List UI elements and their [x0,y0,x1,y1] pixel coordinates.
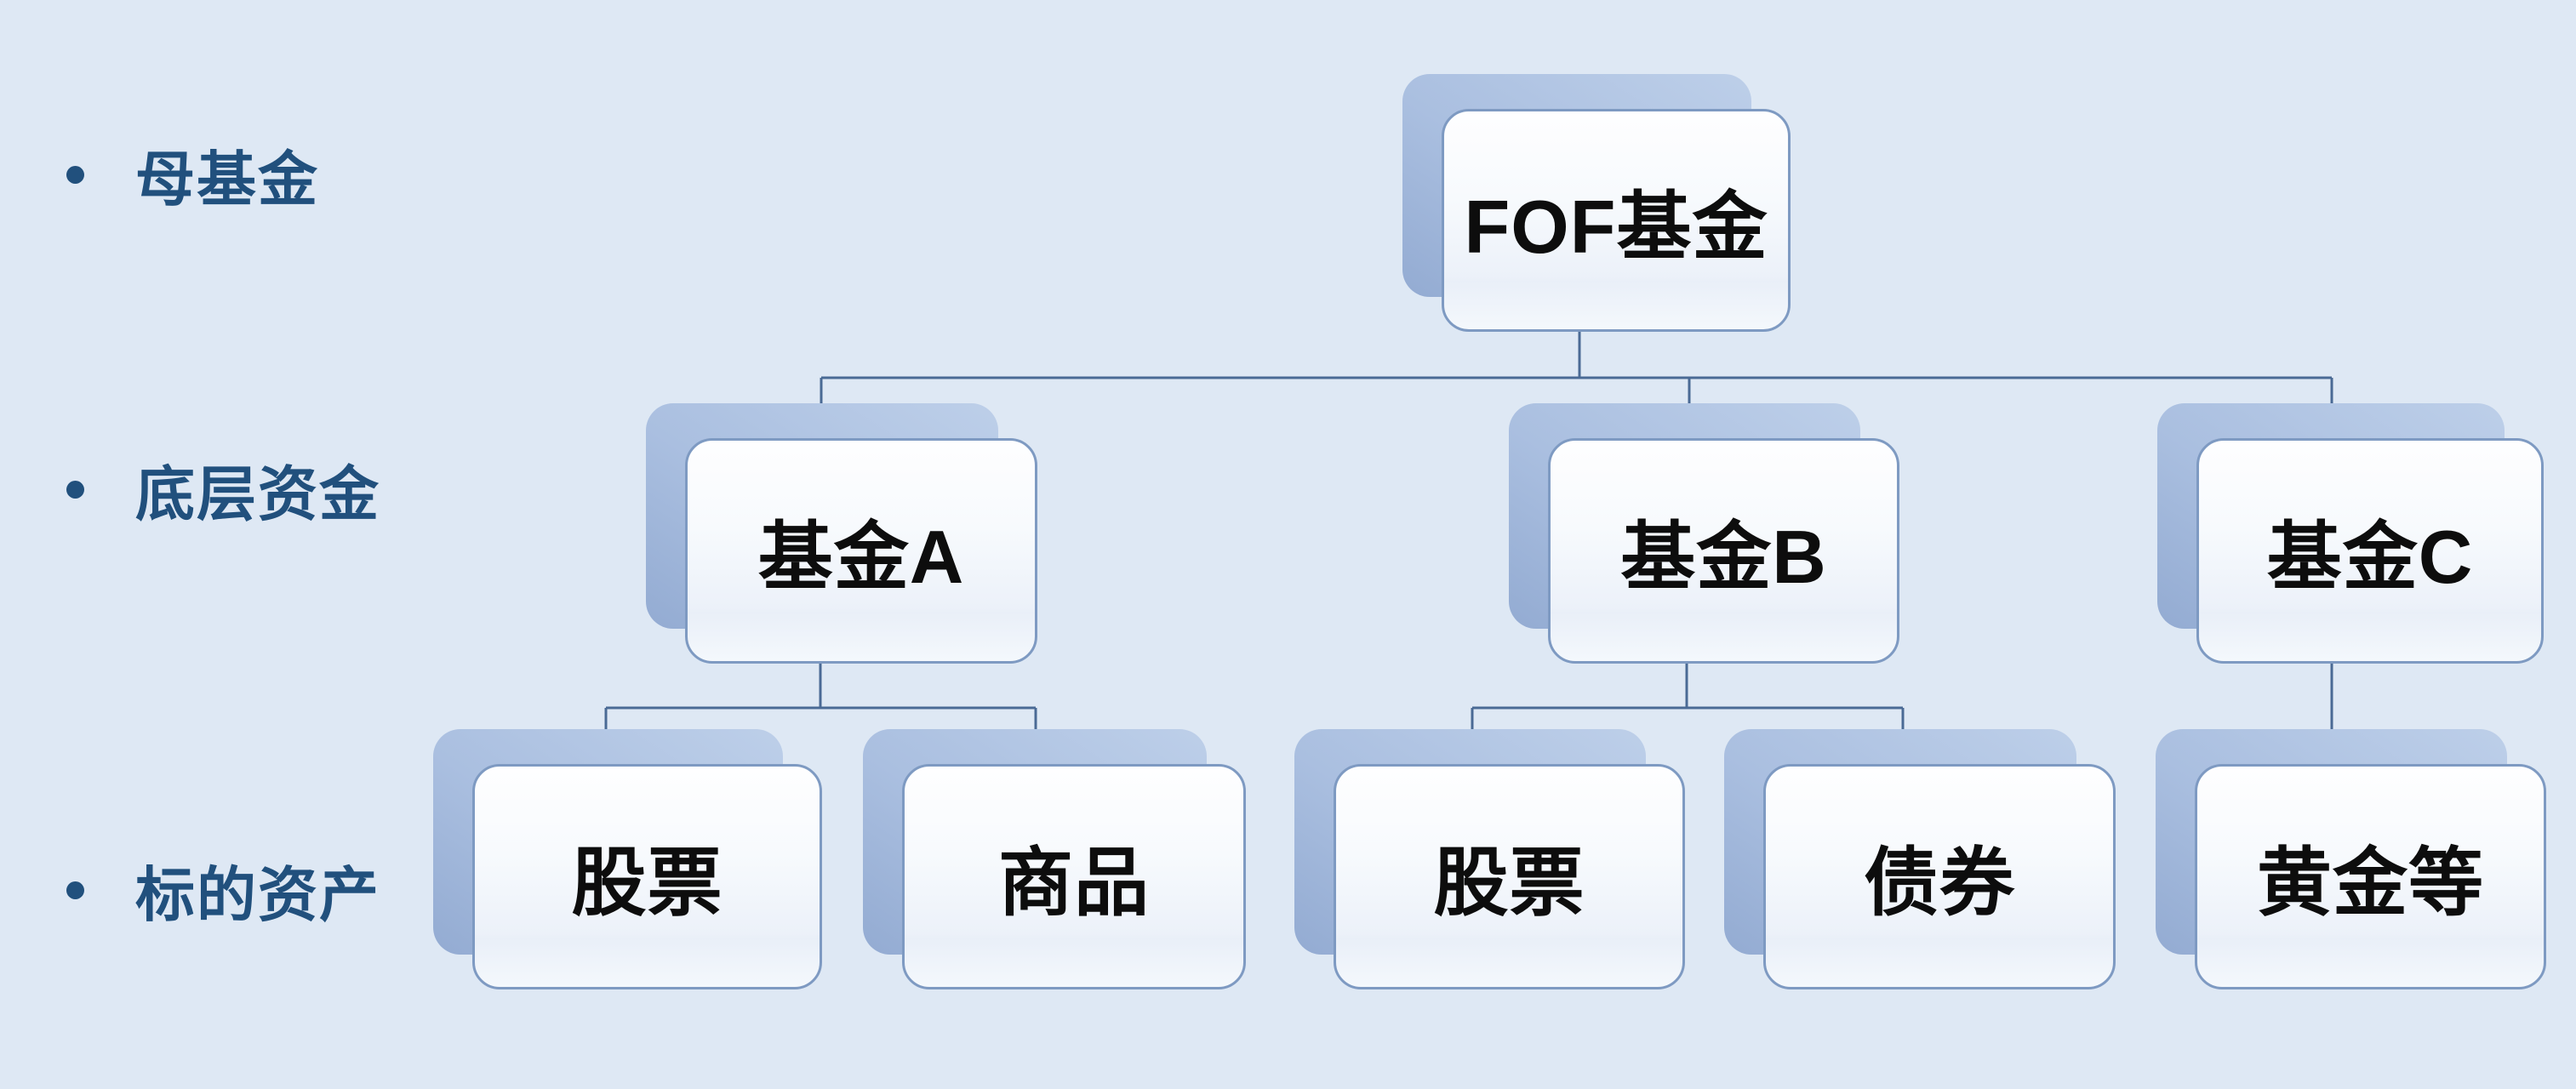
node-asset-stock-a: 股票 [433,729,822,989]
node-card: 基金C [2196,438,2544,664]
row-label-text: 母基金 [135,145,319,213]
node-card: 商品 [902,764,1246,989]
node-label: 股票 [571,841,723,925]
row-label-target-assets: 标的资产 [66,855,380,928]
row-label-text: 标的资产 [135,861,380,928]
node-card: 股票 [1334,764,1685,989]
node-label: 股票 [1433,841,1585,925]
node-card: FOF基金 [1442,109,1791,332]
row-label-underlying-funds: 底层资金 [66,454,380,527]
node-fund-a: 基金A [646,403,1037,664]
bullet-icon [66,881,84,899]
node-label: 基金C [2266,515,2474,599]
node-fund-b: 基金B [1509,403,1899,664]
node-card: 基金B [1548,438,1899,664]
node-label: 基金B [1620,515,1827,599]
node-card: 黄金等 [2195,764,2546,989]
node-label: 债券 [1863,841,2015,925]
node-card: 债券 [1763,764,2116,989]
node-asset-bond: 债券 [1724,729,2116,989]
bullet-icon [66,165,84,184]
node-asset-stock-b: 股票 [1294,729,1685,989]
node-fof-fund: FOF基金 [1402,74,1791,332]
node-card: 基金A [685,438,1037,664]
bullet-icon [66,480,84,499]
node-label: 基金A [757,515,965,599]
row-label-parent-fund: 母基金 [66,140,319,213]
node-asset-gold: 黄金等 [2156,729,2546,989]
node-fund-c: 基金C [2157,403,2544,664]
row-label-text: 底层资金 [135,460,380,527]
node-asset-commodity: 商品 [863,729,1246,989]
node-card: 股票 [472,764,822,989]
node-label: 商品 [997,841,1150,925]
node-label: 黄金等 [2256,841,2484,925]
node-label: FOF基金 [1464,184,1768,269]
